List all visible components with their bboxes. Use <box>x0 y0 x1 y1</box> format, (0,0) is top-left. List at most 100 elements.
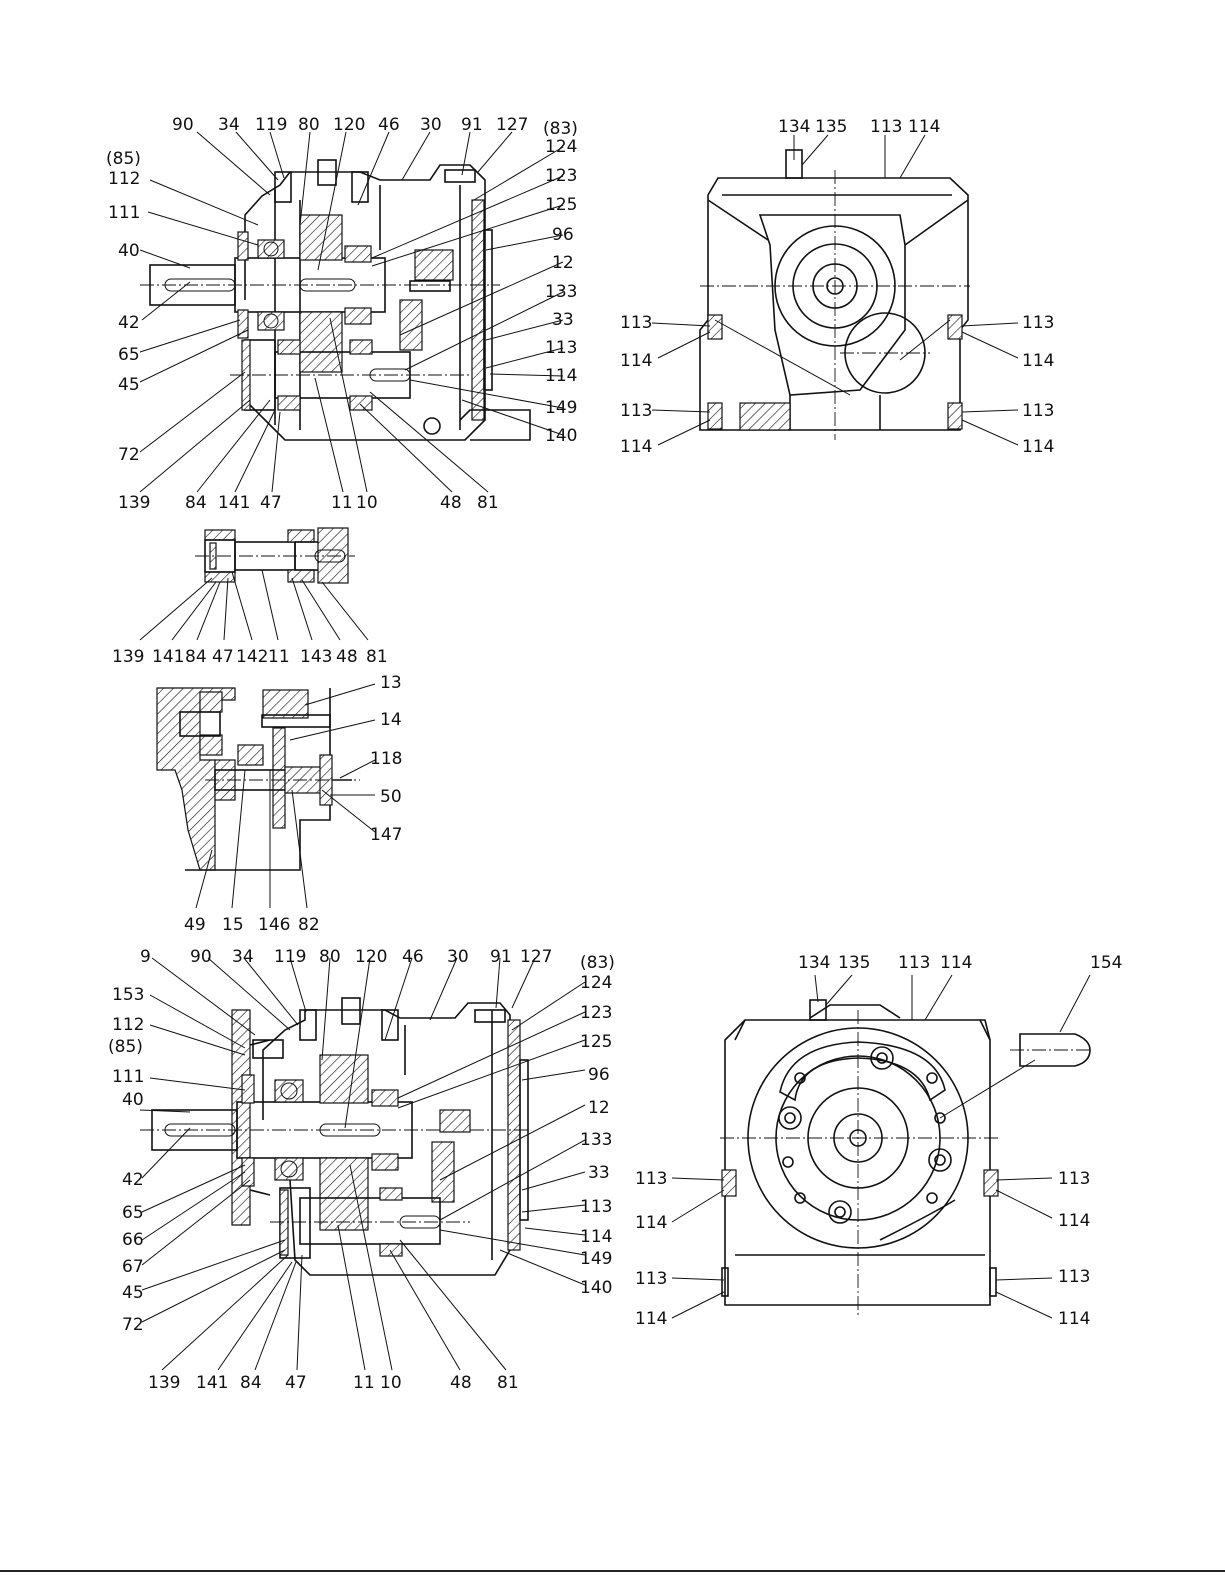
view2-label-113: 113 <box>870 117 902 137</box>
view2-label-113d: 113 <box>620 401 652 421</box>
view5-label-34: 34 <box>232 947 254 967</box>
view5-label-33: 33 <box>588 1163 610 1183</box>
view1-label-96: 96 <box>552 225 574 245</box>
view4-label-118: 118 <box>370 749 402 769</box>
view6-label-114d: 114 <box>635 1309 667 1329</box>
view3-label-48: 48 <box>336 647 358 667</box>
view5-label-112: 112 <box>112 1015 144 1035</box>
view5-label-96: 96 <box>588 1065 610 1085</box>
view1-label-10: 10 <box>356 493 378 513</box>
view5-label-111: 111 <box>112 1067 144 1087</box>
view4-label-82: 82 <box>298 915 320 935</box>
view4-label-147: 147 <box>370 825 402 845</box>
view5-label-120: 120 <box>355 947 387 967</box>
view5-label-66: 66 <box>122 1230 144 1250</box>
view6-label-113c: 113 <box>1058 1169 1090 1189</box>
view1-label-149: 149 <box>545 398 577 418</box>
view1-label-40: 40 <box>118 241 140 261</box>
view3-label-84: 84 <box>185 647 207 667</box>
shaft-detail-view: 139 141 84 47 142 11 143 48 81 <box>112 527 388 667</box>
view1-label-125: 125 <box>545 195 577 215</box>
view5-label-9: 9 <box>140 947 151 967</box>
view4-label-13: 13 <box>380 673 402 693</box>
view1-label-47: 47 <box>260 493 282 513</box>
view5-label-140: 140 <box>580 1278 612 1298</box>
view1-label-12: 12 <box>552 253 574 273</box>
view1-label-124: 124 <box>545 137 577 157</box>
view5-label-30: 30 <box>447 947 469 967</box>
view1-label-133: 133 <box>545 282 577 302</box>
view3-label-139: 139 <box>112 647 144 667</box>
view1-label-139: 139 <box>118 493 150 513</box>
view6-label-113b: 113 <box>635 1169 667 1189</box>
view5-label-114: 114 <box>580 1227 612 1247</box>
view4-label-15: 15 <box>222 915 244 935</box>
view5-label-45: 45 <box>122 1283 144 1303</box>
view5-label-149: 149 <box>580 1249 612 1269</box>
view5-label-67: 67 <box>122 1257 144 1277</box>
view3-label-11: 11 <box>268 647 290 667</box>
view3-label-142: 142 <box>236 647 268 667</box>
view1-label-111: 111 <box>108 203 140 223</box>
view5-label-85: (85) <box>108 1037 143 1057</box>
view5-label-47: 47 <box>285 1373 307 1393</box>
view2-label-135: 135 <box>815 117 847 137</box>
view6-label-135: 135 <box>838 953 870 973</box>
view3-label-47: 47 <box>212 647 234 667</box>
view5-label-133: 133 <box>580 1130 612 1150</box>
view5-label-153: 153 <box>112 985 144 1005</box>
view1-label-45: 45 <box>118 375 140 395</box>
view6-label-114e: 114 <box>1058 1309 1090 1329</box>
view2-label-114d: 114 <box>620 437 652 457</box>
view5-label-90: 90 <box>190 947 212 967</box>
view6-label-113: 113 <box>898 953 930 973</box>
front-view-top-right: 134 135 113 114 113 113 114 114 113 113 … <box>620 117 1054 457</box>
view5-label-72: 72 <box>122 1315 144 1335</box>
view5-label-139: 139 <box>148 1373 180 1393</box>
view1-label-113: 113 <box>545 338 577 358</box>
view5-label-124: 124 <box>580 973 612 993</box>
section-view-bottom-left: 9 90 34 119 80 120 46 30 91 127 (83) 153… <box>108 947 615 1393</box>
view3-label-143: 143 <box>300 647 332 667</box>
view2-label-114b: 114 <box>620 351 652 371</box>
view1-label-34: 34 <box>218 115 240 135</box>
view2-label-134: 134 <box>778 117 810 137</box>
view4-label-50: 50 <box>380 787 402 807</box>
view2-label-113e: 113 <box>1022 401 1054 421</box>
view2-label-114c: 114 <box>1022 351 1054 371</box>
view1-label-85: (85) <box>106 149 141 169</box>
view1-label-90: 90 <box>172 115 194 135</box>
page-bottom-rule <box>0 1570 1225 1572</box>
view5-label-40: 40 <box>122 1090 144 1110</box>
view1-label-127: 127 <box>496 115 528 135</box>
view5-label-127: 127 <box>520 947 552 967</box>
view1-label-112: 112 <box>108 169 140 189</box>
view5-label-65: 65 <box>122 1203 144 1223</box>
view1-label-11: 11 <box>331 493 353 513</box>
view1-label-123: 123 <box>545 166 577 186</box>
view2-label-114e: 114 <box>1022 437 1054 457</box>
view5-label-46: 46 <box>402 947 424 967</box>
view1-label-65: 65 <box>118 345 140 365</box>
view5-label-141: 141 <box>196 1373 228 1393</box>
view3-label-81: 81 <box>366 647 388 667</box>
view6-label-154: 154 <box>1090 953 1122 973</box>
view5-label-42: 42 <box>122 1170 144 1190</box>
view5-label-125: 125 <box>580 1032 612 1052</box>
view5-label-48: 48 <box>450 1373 472 1393</box>
gear-detail-view: 13 14 118 50 147 49 15 146 82 <box>156 673 402 935</box>
view1-label-80: 80 <box>298 115 320 135</box>
view6-label-113e: 113 <box>1058 1267 1090 1287</box>
section-view-top-left: 90 34 119 80 120 46 30 91 127 (83) 124 (… <box>106 115 578 513</box>
view1-label-84: 84 <box>185 493 207 513</box>
flange-view-bottom-right: 134 135 113 114 154 113 113 114 114 113 … <box>635 953 1122 1329</box>
view6-label-114c: 114 <box>1058 1211 1090 1231</box>
view5-label-113: 113 <box>580 1197 612 1217</box>
view5-label-83: (83) <box>580 953 615 973</box>
view6-label-114: 114 <box>940 953 972 973</box>
view1-label-30: 30 <box>420 115 442 135</box>
view5-label-84: 84 <box>240 1373 262 1393</box>
view1-label-114: 114 <box>545 366 577 386</box>
view2-label-114: 114 <box>908 117 940 137</box>
